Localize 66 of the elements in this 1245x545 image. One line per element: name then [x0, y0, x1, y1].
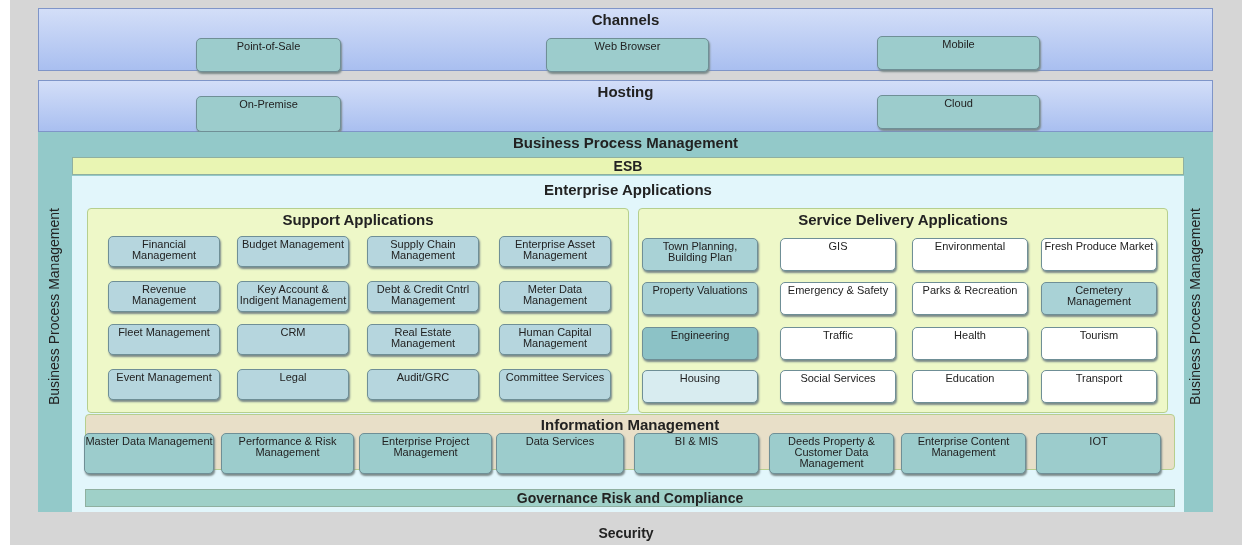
- application-box: Event Management: [108, 369, 220, 400]
- application-box: GIS: [780, 238, 896, 271]
- application-box: Web Browser: [546, 38, 709, 72]
- application-box: Audit/GRC: [367, 369, 479, 400]
- application-box: Data Services: [496, 433, 624, 474]
- application-box: IOT: [1036, 433, 1161, 474]
- application-box: BI & MIS: [634, 433, 759, 474]
- layer-title: Hosting: [597, 83, 654, 100]
- application-box: Cemetery Management: [1041, 282, 1157, 315]
- application-box: Property Valuations: [642, 282, 758, 315]
- application-box: Environmental: [912, 238, 1028, 271]
- layer-title: Business Process Management: [1187, 207, 1203, 408]
- application-box: Fresh Produce Market: [1041, 238, 1157, 271]
- layer-title: Service Delivery Applications: [798, 211, 1008, 228]
- application-box: Enterprise Asset Management: [499, 236, 611, 267]
- layer-panel: [72, 176, 1184, 512]
- layer-title: Enterprise Applications: [544, 181, 712, 198]
- layer-band: [72, 157, 1184, 175]
- layer-band: [85, 489, 1175, 507]
- application-box: Financial Management: [108, 236, 220, 267]
- application-box: Master Data Management: [84, 433, 214, 474]
- application-box: Performance & Risk Management: [221, 433, 354, 474]
- application-box: Enterprise Content Management: [901, 433, 1026, 474]
- application-box: Town Planning, Building Plan: [642, 238, 758, 271]
- application-box: Social Services: [780, 370, 896, 403]
- application-box: Real Estate Management: [367, 324, 479, 355]
- application-box: Supply Chain Management: [367, 236, 479, 267]
- application-box: CRM: [237, 324, 349, 355]
- application-box: Committee Services: [499, 369, 611, 400]
- application-box: Traffic: [780, 327, 896, 360]
- layer-title: Business Process Management: [512, 134, 739, 151]
- application-box: Mobile: [877, 36, 1040, 70]
- layer-title: ESB: [613, 158, 643, 175]
- application-box: On-Premise: [196, 96, 341, 132]
- application-box: Emergency & Safety: [780, 282, 896, 315]
- application-box: Engineering: [642, 327, 758, 360]
- application-box: Debt & Credit Cntrl Management: [367, 281, 479, 312]
- application-box: Human Capital Management: [499, 324, 611, 355]
- layer-panel: [10, 0, 1242, 545]
- application-box: Legal: [237, 369, 349, 400]
- layer-title: Governance Risk and Compliance: [516, 490, 744, 507]
- layer-title: Support Applications: [282, 211, 434, 228]
- layer-title: Channels: [591, 11, 660, 28]
- group-panel: [638, 208, 1168, 413]
- application-box: Enterprise Project Management: [359, 433, 492, 474]
- application-box: Deeds Property & Customer Data Management: [769, 433, 894, 474]
- application-box: Cloud: [877, 95, 1040, 129]
- layer-title: Information Management: [540, 416, 720, 433]
- layer-title: Business Process Management: [46, 207, 62, 408]
- application-box: Housing: [642, 370, 758, 403]
- layer-panel: [38, 80, 1213, 132]
- layer-title: Security: [598, 525, 654, 542]
- application-box: Key Account & Indigent Management: [237, 281, 349, 312]
- application-box: Point-of-Sale: [196, 38, 341, 72]
- application-box: Transport: [1041, 370, 1157, 403]
- application-box: Meter Data Management: [499, 281, 611, 312]
- group-panel: [87, 208, 629, 413]
- layer-panel: [38, 8, 1213, 71]
- application-box: Revenue Management: [108, 281, 220, 312]
- application-box: Education: [912, 370, 1028, 403]
- layer-frame: [38, 132, 1213, 512]
- application-box: Tourism: [1041, 327, 1157, 360]
- application-box: Budget Management: [237, 236, 349, 267]
- application-box: Health: [912, 327, 1028, 360]
- application-box: Parks & Recreation: [912, 282, 1028, 315]
- application-box: Fleet Management: [108, 324, 220, 355]
